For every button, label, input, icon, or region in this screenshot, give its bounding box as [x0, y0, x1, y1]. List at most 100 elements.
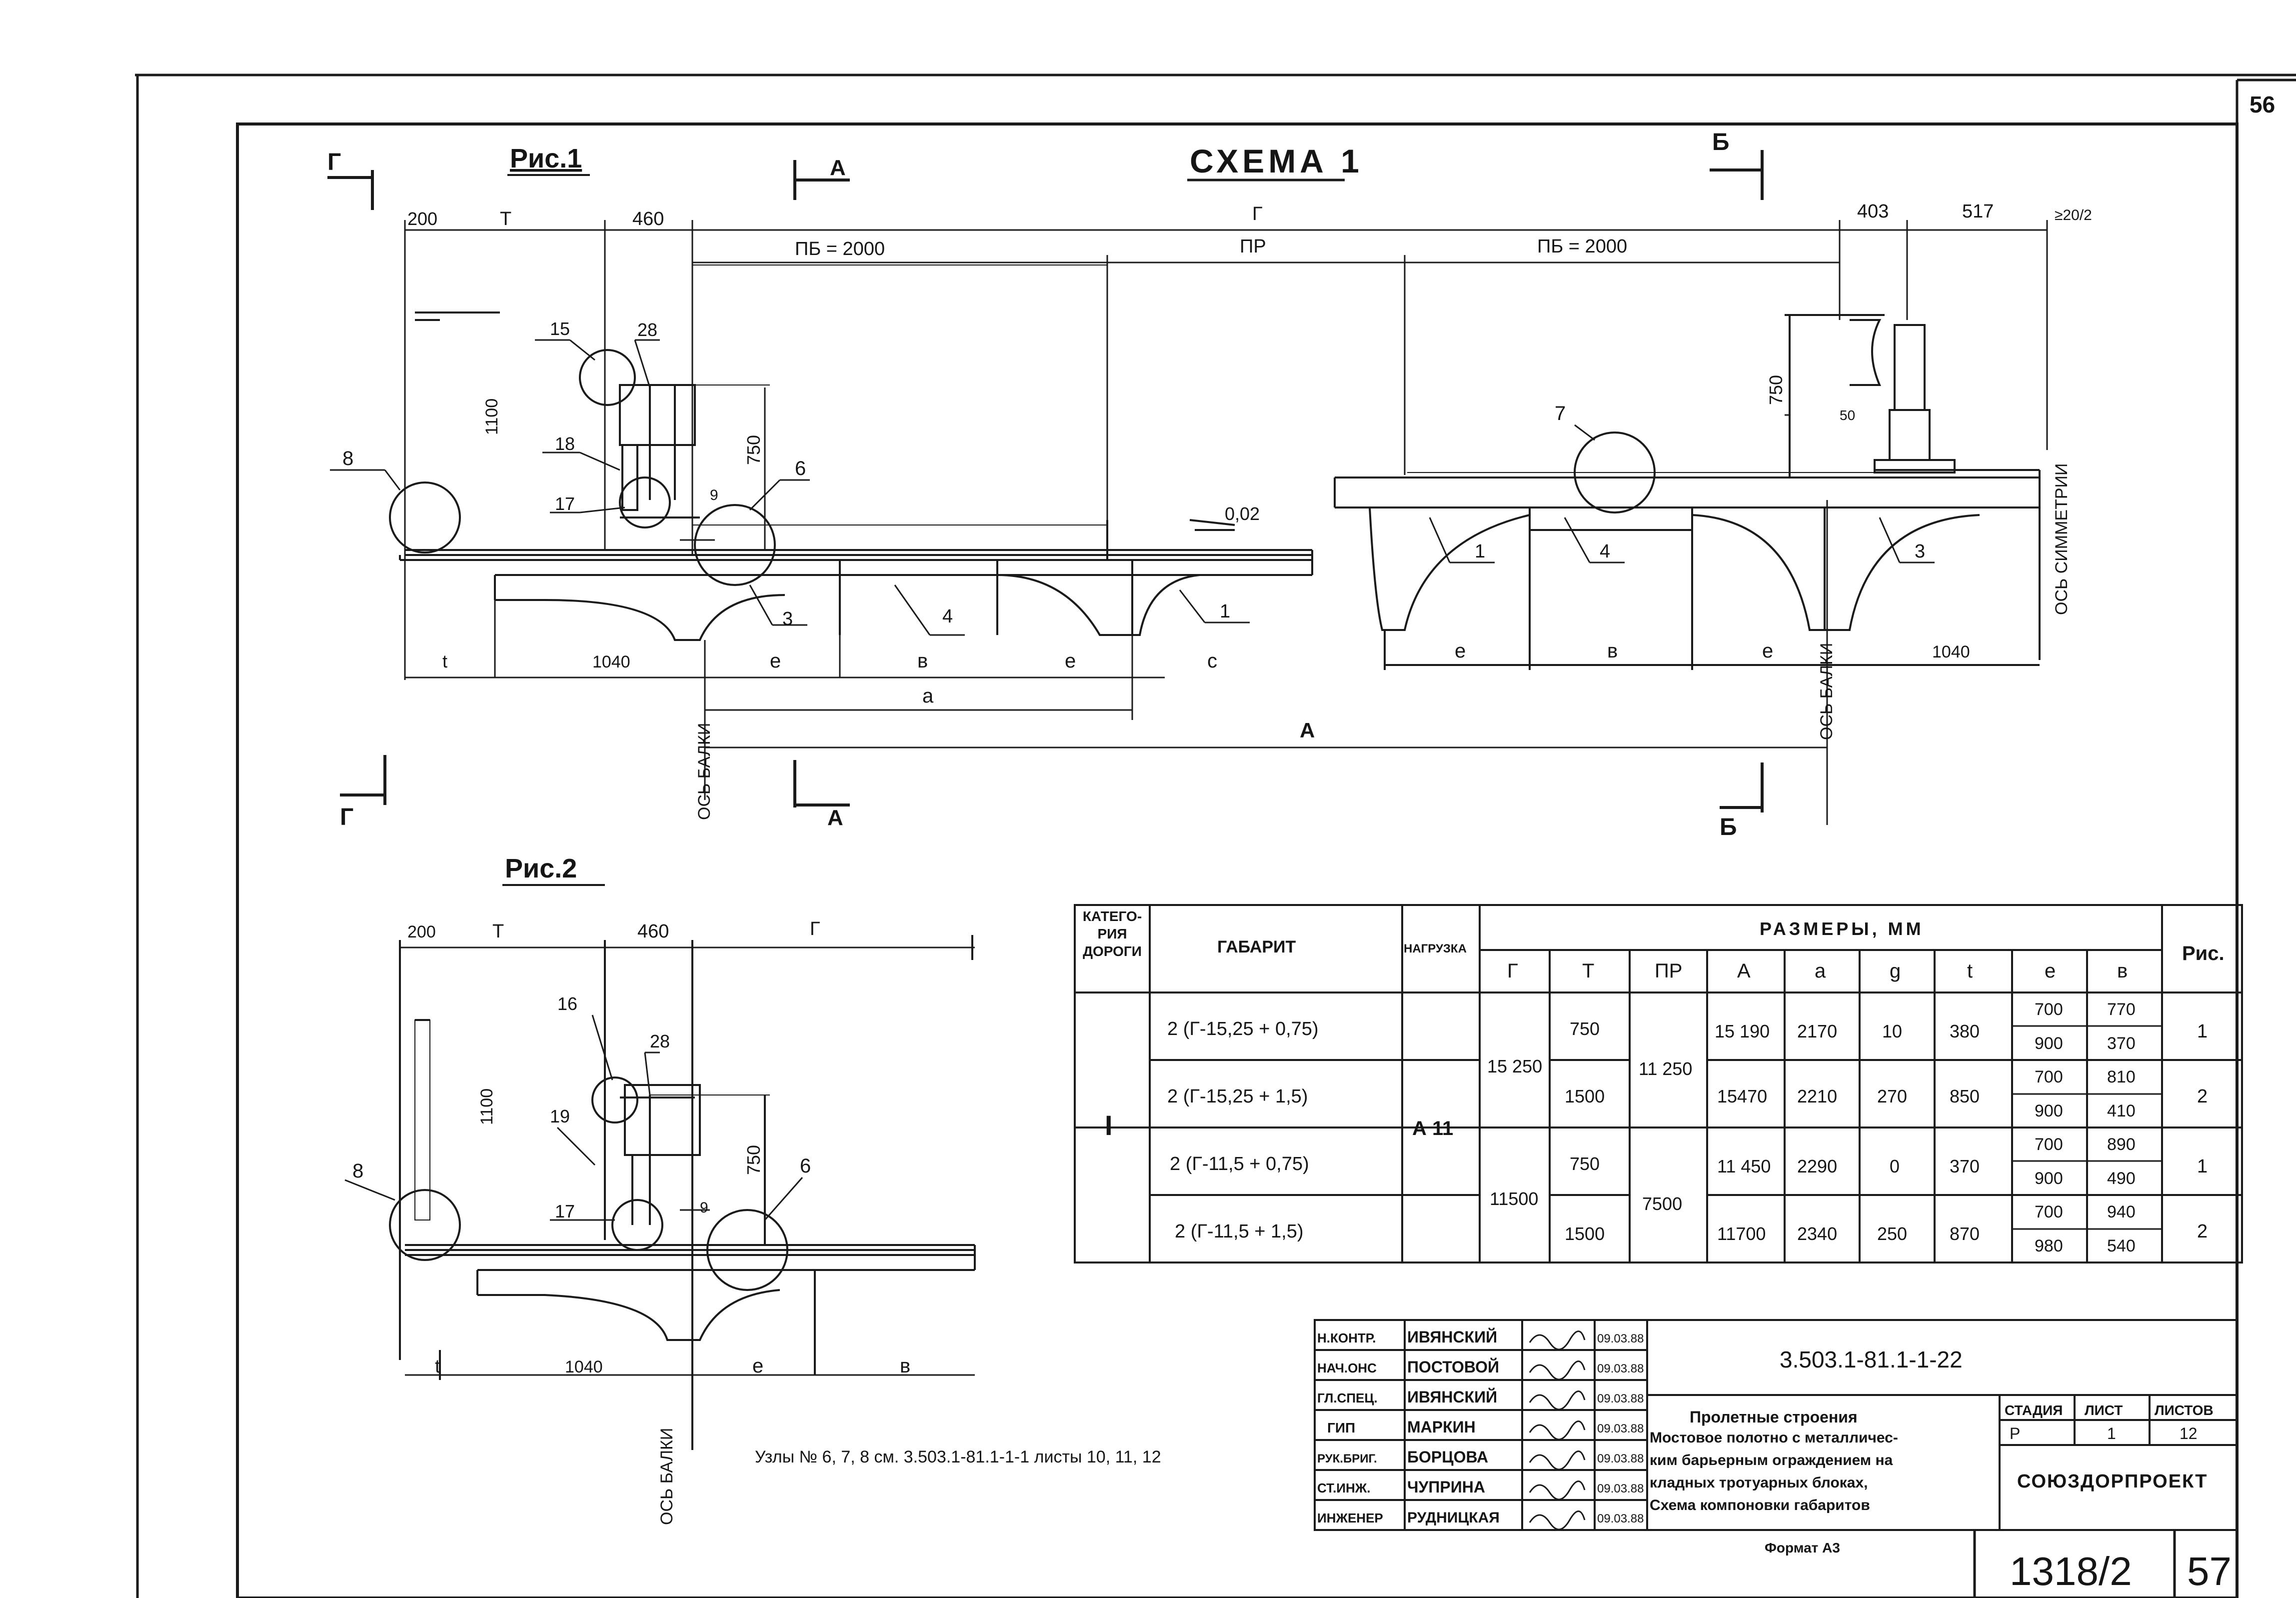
title-block-grid [1314, 1319, 2238, 1531]
fig2-dim-e: е [752, 1355, 763, 1377]
th-col-G: Г [1507, 960, 1518, 982]
td-g: 270 [1877, 1086, 1907, 1106]
person-name: РУДНИЦКАЯ [1407, 1510, 1500, 1526]
stage-value: Р [2010, 1424, 2020, 1442]
fig2-node-6: 6 [800, 1155, 811, 1177]
node-label-4-left: 4 [942, 606, 953, 627]
td-gabarit: 2 (Г-11,5 + 1,5) [1175, 1221, 1304, 1242]
td-g: 0 [1890, 1156, 1900, 1176]
title-person-row: ГИП МАРКИН 09.03.88 [1327, 1418, 1644, 1440]
dim-pb-left: ПБ = 2000 [795, 238, 885, 260]
dim-pr: ПР [1240, 236, 1266, 257]
dim-1040-left: 1040 [592, 652, 630, 672]
person-date: 09.03.88 [1597, 1482, 1644, 1496]
td-e: 980 [2035, 1236, 2063, 1256]
fig2-node-circles [389, 1076, 788, 1291]
person-name: ИВЯНСКИЙ [1407, 1388, 1497, 1406]
td-gabarit: 2 (Г-15,25 + 0,75) [1167, 1018, 1319, 1040]
td-A: 15470 [1717, 1086, 1767, 1106]
description-line: ким барьерным ограждением на [1650, 1452, 1893, 1468]
td-t: 870 [1950, 1224, 1980, 1244]
td-gabarit: 2 (Г-11,5 + 0,75) [1170, 1154, 1309, 1174]
params-table-grid [1074, 904, 2243, 1264]
td-fig: 1 [2197, 1156, 2208, 1177]
td-e: 700 [2035, 1202, 2063, 1222]
dim-e1-left: е [770, 650, 781, 672]
td-g: 10 [1882, 1021, 1902, 1042]
th-col-a: а [1815, 960, 1826, 982]
person-date: 09.03.88 [1597, 1332, 1644, 1346]
title-person-row: Н.КОНТР. ИВЯНСКИЙ 09.03.88 [1317, 1328, 1644, 1350]
th-col-g: g [1890, 960, 1901, 982]
td-fig: 2 [2197, 1086, 2208, 1107]
fig2-dim-T: Т [492, 921, 504, 942]
person-date: 09.03.88 [1597, 1392, 1644, 1406]
fig2-structure [399, 935, 976, 1450]
td-t: 370 [1950, 1156, 1980, 1176]
dim-pb-right: ПБ = 2000 [1537, 236, 1627, 257]
td-fig: 2 [2197, 1221, 2208, 1242]
dim-t-left: t [442, 651, 447, 672]
node-label-3-right: 3 [1915, 541, 1925, 562]
td-b: 890 [2107, 1135, 2136, 1154]
axis-beam-right: ОСЬ БАЛКИ [1817, 643, 1836, 740]
title-person-row: НАЧ.ОНС ПОСТОВОЙ 09.03.88 [1317, 1358, 1644, 1380]
person-name: БОРЦОВА [1407, 1448, 1488, 1466]
fig2-leaders [344, 1014, 803, 1221]
td-b: 490 [2107, 1169, 2136, 1188]
td-T: 1500 [1565, 1086, 1605, 1106]
td-e: 900 [2035, 1034, 2063, 1053]
fig1-left-structure [399, 264, 1313, 641]
node-label-1-left: 1 [1220, 601, 1230, 622]
person-role: СТ.ИНЖ. [1317, 1480, 1371, 1496]
node-label-28: 28 [637, 320, 657, 340]
fig2-dim-h9: 9 [700, 1200, 708, 1216]
td-A: 15 190 [1715, 1021, 1770, 1042]
section-g-top: Г [327, 149, 341, 176]
sheets-value: 12 [2180, 1424, 2198, 1442]
section-markers [327, 150, 1764, 812]
node-leaders-right [1429, 414, 1935, 564]
sheet-corner-number: 56 [2250, 92, 2275, 118]
fig2-dim-b: в [900, 1355, 910, 1377]
vertical-dims-left [680, 388, 766, 550]
td-b: 540 [2107, 1236, 2136, 1256]
td-a: 2290 [1797, 1156, 1837, 1176]
th-col-b: в [2117, 960, 2128, 982]
fig2-dim-t: t [435, 1356, 440, 1377]
th-fig: Рис. [2182, 942, 2225, 964]
td-e: 700 [2035, 1068, 2063, 1086]
dim-T: Т [500, 208, 511, 230]
th-col-PR: ПР [1655, 960, 1682, 982]
sheets-label: ЛИСТОВ [2155, 1402, 2214, 1418]
dim-200: 200 [407, 208, 437, 229]
slope-label: 0,02 [1225, 504, 1260, 524]
person-role: ГЛ.СПЕЦ. [1317, 1390, 1378, 1406]
person-date: 09.03.88 [1597, 1362, 1644, 1376]
fig2-dim-1040: 1040 [565, 1358, 603, 1376]
node-leaders-left [330, 339, 1250, 636]
dim-517: 517 [1962, 201, 1994, 222]
node-circle-7 [1574, 432, 1656, 514]
scheme-title: СХЕМА 1 [1190, 142, 1363, 180]
dim-h50: 50 [1840, 408, 1855, 423]
person-name: МАРКИН [1407, 1418, 1476, 1436]
td-T: 750 [1570, 1018, 1600, 1039]
node-label-17: 17 [555, 494, 575, 514]
td-b: 770 [2107, 1000, 2136, 1019]
table-row: 2 (Г-15,25 + 0,75) 750 15 190 2170 10 38… [1167, 1000, 2208, 1053]
description-line: Схема компоновки габаритов [1650, 1497, 1870, 1514]
td-e: 700 [2035, 1135, 2063, 1154]
td-a: 2170 [1797, 1021, 1837, 1042]
section-b-bottom: Б [1720, 814, 1737, 840]
fig2-node-17: 17 [555, 1201, 575, 1222]
node-label-6: 6 [795, 458, 806, 480]
stage-label: СТАДИЯ [2005, 1402, 2063, 1418]
person-date: 09.03.88 [1597, 1422, 1644, 1436]
node-label-8: 8 [342, 448, 353, 470]
format-label: Формат А3 [1765, 1540, 1840, 1556]
td-e: 900 [2035, 1169, 2063, 1188]
dim-G: Г [1252, 204, 1263, 224]
fig2-dim-460: 460 [637, 921, 669, 942]
th-sizes: РАЗМЕРЫ, ММ [1760, 918, 1924, 939]
